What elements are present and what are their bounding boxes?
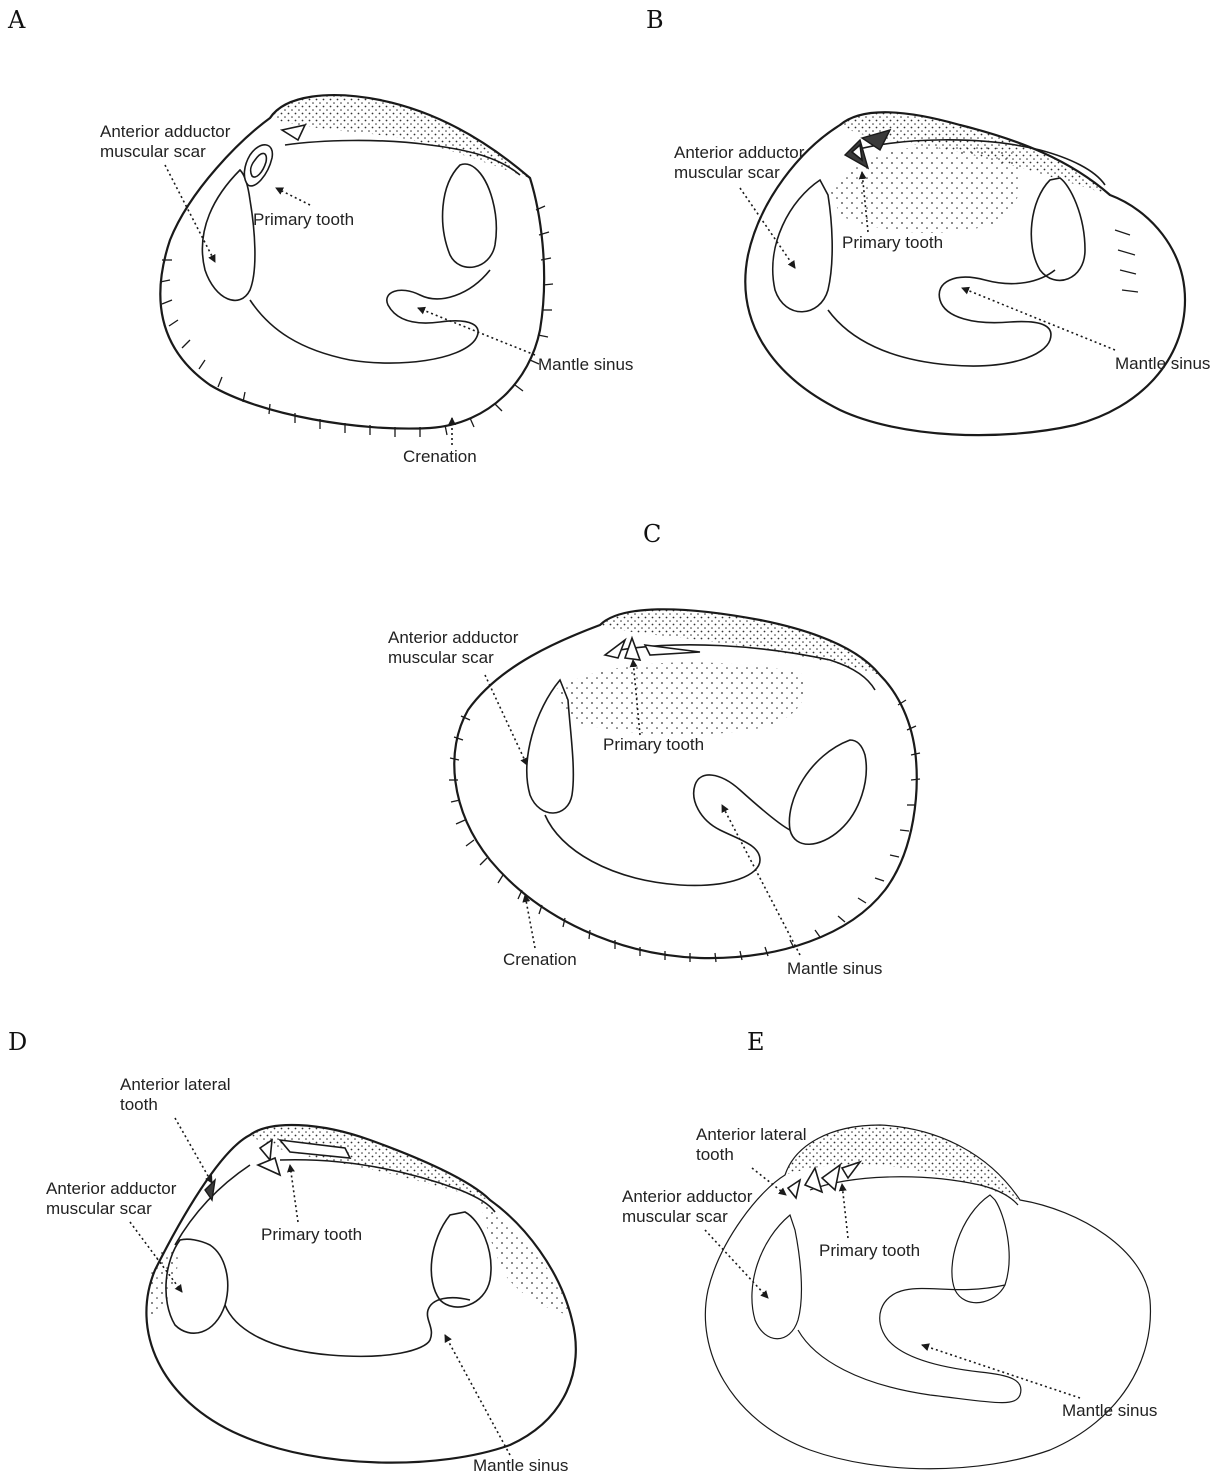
panel-d-posterior-adductor-scar — [431, 1212, 491, 1307]
panel-d-label-anterior-adductor-1: Anterior adductor — [46, 1179, 177, 1198]
panel-d-arrow-primary-tooth — [290, 1165, 298, 1222]
panel-d-label-anterior-lateral-1: Anterior lateral — [120, 1075, 231, 1094]
panel-a-label-crenation: Crenation — [403, 447, 477, 466]
panel-c-primary-tooth-left — [605, 640, 625, 658]
panel-a-arrow-primary-tooth — [276, 188, 310, 205]
panel-e-arrow-anterior-adductor — [705, 1230, 768, 1298]
panel-d-mantle-sinus-line — [225, 1298, 470, 1357]
panel-d-lateral-tooth-dark — [205, 1180, 215, 1200]
panel-a-crenation-ticks — [160, 206, 553, 437]
panel-c-label-mantle-sinus: Mantle sinus — [787, 959, 882, 978]
panel-a: A — [7, 6, 633, 466]
panel-b-label-primary-tooth: Primary tooth — [842, 233, 943, 252]
panel-d-anterior-adductor-scar — [166, 1239, 228, 1333]
panel-b-label-mantle-sinus: Mantle sinus — [1115, 354, 1210, 373]
panel-c-mantle-sinus-line — [545, 775, 790, 885]
panel-c-label-primary-tooth: Primary tooth — [603, 735, 704, 754]
panel-a-shell-outline — [160, 95, 544, 428]
panel-c-label-anterior-adductor-1: Anterior adductor — [388, 628, 519, 647]
panel-e-primary-tooth — [805, 1168, 822, 1192]
panel-a-mantle-sinus-line — [250, 270, 490, 363]
panel-c-arrow-anterior-adductor — [485, 675, 527, 765]
panel-c-interior-stipple — [555, 662, 806, 734]
panel-b-arrow-mantle-sinus — [962, 288, 1115, 350]
panel-a-label-anterior-adductor-1: Anterior adductor — [100, 122, 231, 141]
panel-a-arrow-mantle-sinus — [418, 308, 535, 355]
panel-e-label-primary-tooth: Primary tooth — [819, 1241, 920, 1260]
panel-e-mantle-sinus-line — [798, 1285, 1021, 1403]
panel-a-label-mantle-sinus: Mantle sinus — [538, 355, 633, 374]
panel-e-arrow-mantle-sinus — [922, 1345, 1080, 1398]
panel-b-mantle-sinus-line — [828, 270, 1055, 366]
panel-d-shell-outline — [146, 1125, 575, 1463]
panel-a-hinge-stipple — [270, 95, 530, 178]
panel-e-letter: E — [747, 1028, 765, 1056]
panel-e: E Anterior lateral tooth Anterior adduct… — [622, 1028, 1157, 1469]
panel-d-anterior-lateral-tooth — [175, 1165, 250, 1245]
panel-c-arrow-crenation — [525, 895, 535, 948]
panel-c-letter: C — [643, 520, 661, 548]
panel-d-label-anterior-lateral-2: tooth — [120, 1095, 158, 1114]
panel-d-label-mantle-sinus: Mantle sinus — [473, 1456, 568, 1475]
panel-d-posterior-stipple — [480, 1200, 570, 1315]
panel-e-primary-tooth-2 — [822, 1165, 840, 1190]
panel-b-posterior-adductor-scar — [1031, 178, 1085, 280]
panel-d-hinge-stipple — [250, 1125, 490, 1200]
panel-a-letter: A — [7, 6, 26, 34]
panel-d-arrow-anterior-lateral — [175, 1118, 212, 1183]
panel-e-label-anterior-adductor-2: muscular scar — [622, 1207, 728, 1226]
panel-c-label-anterior-adductor-2: muscular scar — [388, 648, 494, 667]
panel-e-arrow-primary-tooth — [842, 1184, 848, 1238]
panel-a-anterior-adductor-scar — [202, 170, 255, 300]
panel-e-arrow-anterior-lateral — [752, 1168, 786, 1195]
panel-e-label-mantle-sinus: Mantle sinus — [1062, 1401, 1157, 1420]
panel-d-arrow-mantle-sinus — [445, 1335, 510, 1455]
panel-b-label-anterior-adductor-1: Anterior adductor — [674, 143, 805, 162]
panel-d-label-primary-tooth: Primary tooth — [261, 1225, 362, 1244]
panel-c-posterior-adductor-scar — [789, 740, 866, 844]
panel-d: D Anterior lateral tooth Anterior adduct… — [8, 1028, 576, 1475]
panel-b-label-anterior-adductor-2: muscular scar — [674, 163, 780, 182]
panel-c-label-crenation: Crenation — [503, 950, 577, 969]
panel-b-anterior-adductor-scar — [773, 180, 832, 312]
panel-d-letter: D — [8, 1028, 27, 1056]
panel-c-primary-tooth-right — [645, 645, 700, 655]
panel-b: B Anterior adductor muscular scar Primar… — [646, 6, 1210, 435]
panel-b-letter: B — [646, 6, 664, 34]
panel-e-lateral-tooth — [788, 1180, 800, 1198]
panel-d-label-anterior-adductor-2: muscular scar — [46, 1199, 152, 1218]
panel-c: C — [388, 520, 920, 978]
panel-a-label-anterior-adductor-2: muscular scar — [100, 142, 206, 161]
panel-d-primary-tooth-3 — [258, 1158, 280, 1175]
panel-a-posterior-adductor-scar — [443, 164, 497, 267]
panel-e-label-anterior-lateral-1: Anterior lateral — [696, 1125, 807, 1144]
panel-b-posterior-ridges — [1115, 230, 1138, 292]
panel-e-anterior-adductor-scar — [752, 1215, 802, 1339]
panel-e-posterior-adductor-scar — [952, 1195, 1009, 1303]
panel-e-label-anterior-adductor-1: Anterior adductor — [622, 1187, 753, 1206]
panel-e-label-anterior-lateral-2: tooth — [696, 1145, 734, 1164]
panel-a-hinge-tooth — [282, 125, 305, 140]
panel-a-label-primary-tooth: Primary tooth — [253, 210, 354, 229]
